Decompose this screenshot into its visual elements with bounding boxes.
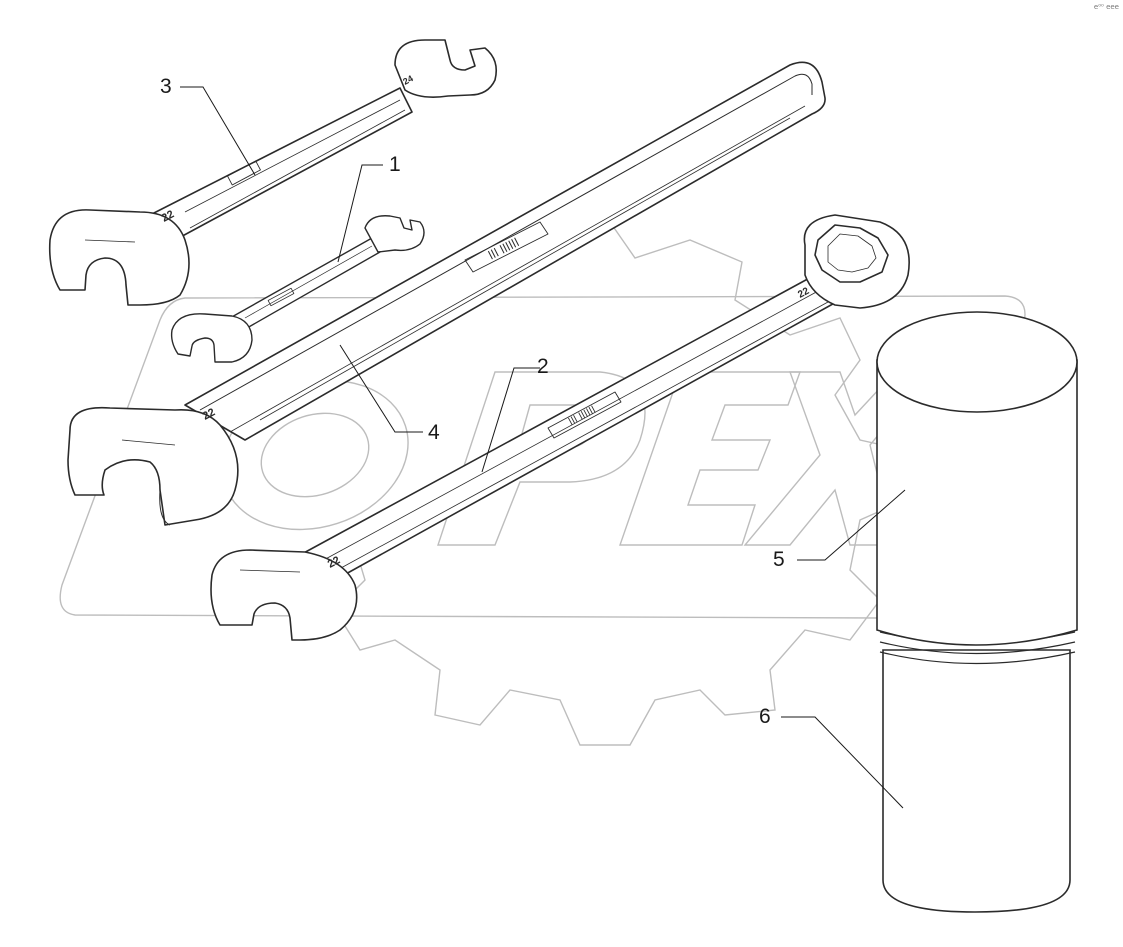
wrench-item-2: ||| |||||| 22 22 bbox=[210, 214, 910, 641]
callout-label-6: 6 bbox=[759, 705, 771, 728]
callout-label-4: 4 bbox=[428, 421, 440, 444]
wrench-3-far-size-mark: 24 bbox=[401, 73, 415, 87]
wrench-2-ring-size-mark: 22 bbox=[796, 286, 811, 301]
wrench-item-3: 22 24 bbox=[48, 39, 498, 306]
cylinder-body-item-6 bbox=[882, 649, 1071, 913]
leader-1 bbox=[337, 164, 383, 263]
wrench-3-size-mark: 22 bbox=[160, 208, 176, 224]
wrench-2-size-mark: 22 bbox=[326, 554, 342, 570]
leader-6 bbox=[781, 716, 904, 809]
callout-label-2: 2 bbox=[537, 355, 549, 378]
cylinder-cap-item-5 bbox=[876, 359, 1078, 646]
leader-2 bbox=[481, 367, 540, 473]
wrench-item-1 bbox=[170, 215, 425, 363]
wrench-4-size-mark: 22 bbox=[201, 406, 217, 422]
leader-5 bbox=[797, 489, 906, 561]
leader-4 bbox=[339, 344, 423, 433]
wrench-2-ring-bore bbox=[814, 224, 889, 283]
callout-label-1: 1 bbox=[389, 153, 401, 176]
leader-lines bbox=[180, 86, 906, 809]
callout-label-5: 5 bbox=[773, 548, 785, 571]
watermark-letter-e bbox=[619, 371, 801, 546]
callout-label-3: 3 bbox=[160, 75, 172, 98]
wrench-item-4: ||| |||||| 22 bbox=[67, 61, 826, 526]
cylinder-case bbox=[876, 311, 1078, 913]
corner-mark: e⁰⁰ eee bbox=[1093, 3, 1119, 11]
leader-3 bbox=[180, 86, 256, 176]
